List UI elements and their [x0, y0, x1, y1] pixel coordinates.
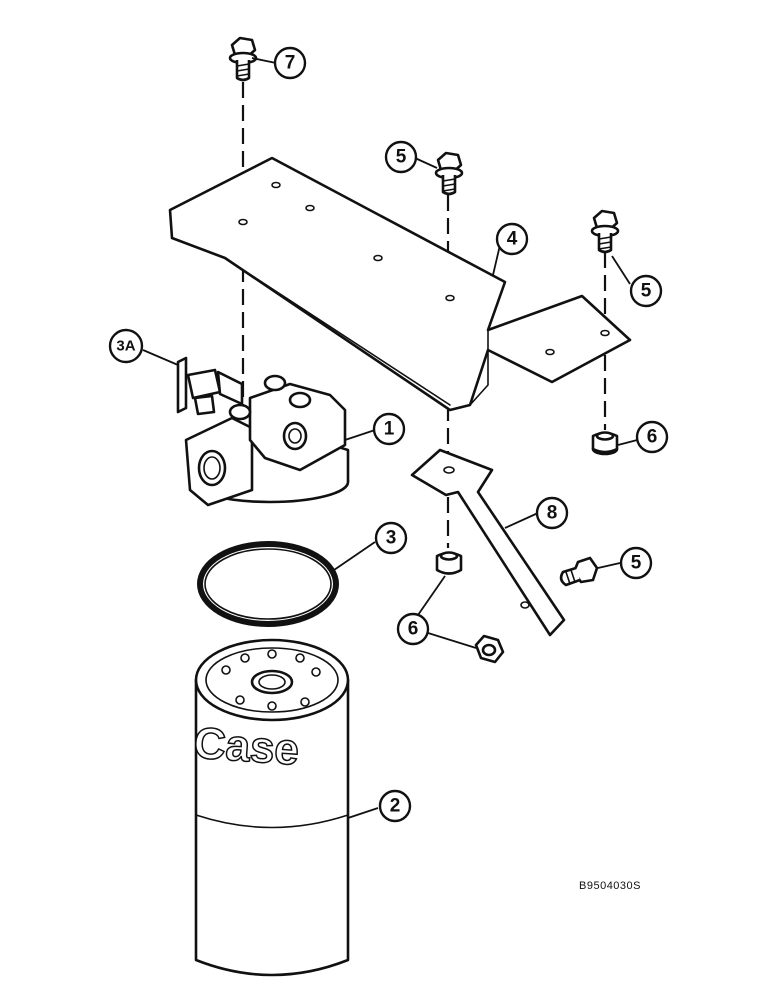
svg-text:7: 7 — [285, 53, 296, 74]
nut-6-right — [591, 431, 619, 456]
callout-6-right: 6 — [635, 420, 669, 454]
svg-text:5: 5 — [396, 147, 407, 168]
o-ring — [197, 541, 339, 627]
bolt-5-center — [434, 151, 464, 196]
callout-6-lower: 6 — [396, 612, 430, 646]
leader-lines — [142, 57, 638, 819]
svg-text:8: 8 — [547, 503, 558, 524]
bracket — [410, 448, 566, 637]
nut-6-left — [435, 551, 463, 575]
svg-text:5: 5 — [641, 281, 652, 302]
callout-5-center: 5 — [384, 140, 418, 174]
bolt-7 — [228, 36, 258, 82]
brand-logo: Case — [192, 719, 300, 775]
callout-5-right: 5 — [629, 274, 663, 308]
svg-text:5: 5 — [631, 553, 642, 574]
callout-3a: 3A — [108, 328, 144, 364]
svg-text:4: 4 — [507, 229, 518, 250]
callout-8: 8 — [535, 496, 569, 530]
nut-6-lower — [474, 634, 505, 664]
callout-1: 1 — [372, 412, 406, 446]
svg-text:3: 3 — [386, 528, 397, 549]
filter-head — [184, 374, 350, 507]
bolt-5-side — [559, 556, 599, 587]
bolt-5-right — [590, 209, 620, 254]
svg-text:2: 2 — [390, 796, 401, 817]
callout-5-side: 5 — [619, 546, 653, 580]
callout-3: 3 — [374, 521, 408, 555]
fitting-3a — [176, 356, 244, 416]
callout-2: 2 — [378, 789, 412, 823]
callout-4: 4 — [495, 222, 529, 256]
svg-text:3A: 3A — [116, 338, 135, 355]
svg-text:6: 6 — [408, 619, 419, 640]
svg-text:1: 1 — [384, 419, 395, 440]
filter-element: Case — [192, 638, 350, 977]
mounting-plate — [168, 156, 632, 412]
svg-text:6: 6 — [647, 427, 658, 448]
figure-code: B9504030S — [579, 880, 641, 892]
callout-7: 7 — [273, 46, 307, 80]
